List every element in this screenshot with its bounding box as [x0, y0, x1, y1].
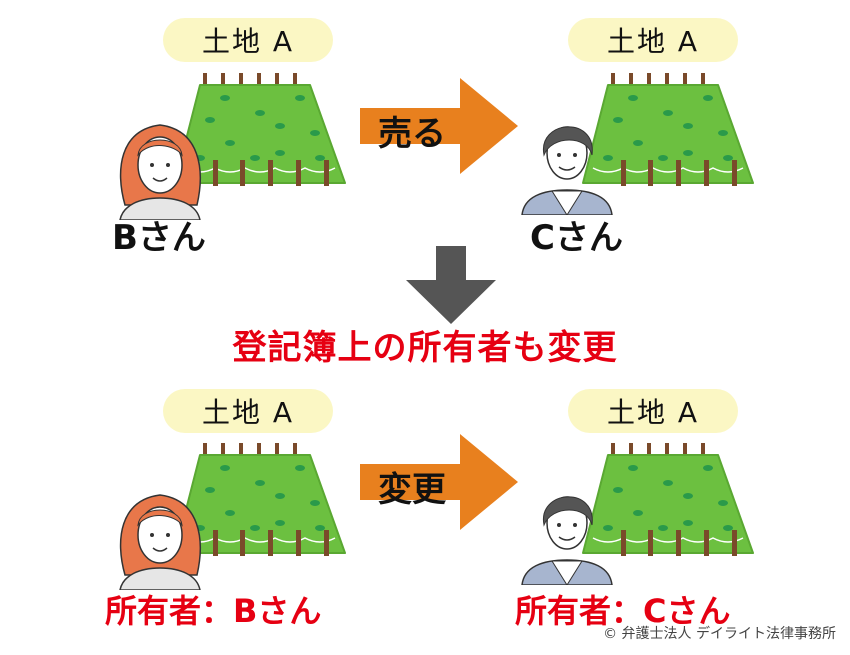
sell-arrow-label: 売る [378, 114, 446, 154]
person-c-avatar-icon [521, 496, 613, 585]
registry-change-caption: 登記簿上の所有者も変更 [232, 328, 618, 368]
land-field-icon [582, 443, 754, 556]
arrow-right-orange-icon [360, 434, 518, 530]
person-name-c: Cさん [530, 218, 623, 258]
person-c-avatar-icon [521, 126, 613, 215]
arrow-down-gray-icon [406, 246, 496, 324]
land-label-top-right: 土地 A [568, 18, 738, 62]
person-b-avatar-icon [119, 494, 201, 590]
land-label-bottom-left: 土地 A [163, 389, 333, 433]
land-field-icon [174, 443, 346, 556]
owner-label-b: 所有者：Bさん [105, 592, 322, 630]
copyright-notice: © 弁護士法人 デイライト法律事務所 [603, 626, 836, 642]
person-name-b: Bさん [112, 218, 206, 258]
land-label-bottom-right: 土地 A [568, 389, 738, 433]
land-label-top-left: 土地 A [163, 18, 333, 62]
owner-label-c: 所有者：Cさん [515, 592, 731, 630]
arrow-right-orange-icon [360, 78, 518, 174]
change-arrow-label: 変更 [378, 470, 446, 510]
person-b-avatar-icon [119, 124, 201, 220]
land-field-icon [582, 73, 754, 186]
